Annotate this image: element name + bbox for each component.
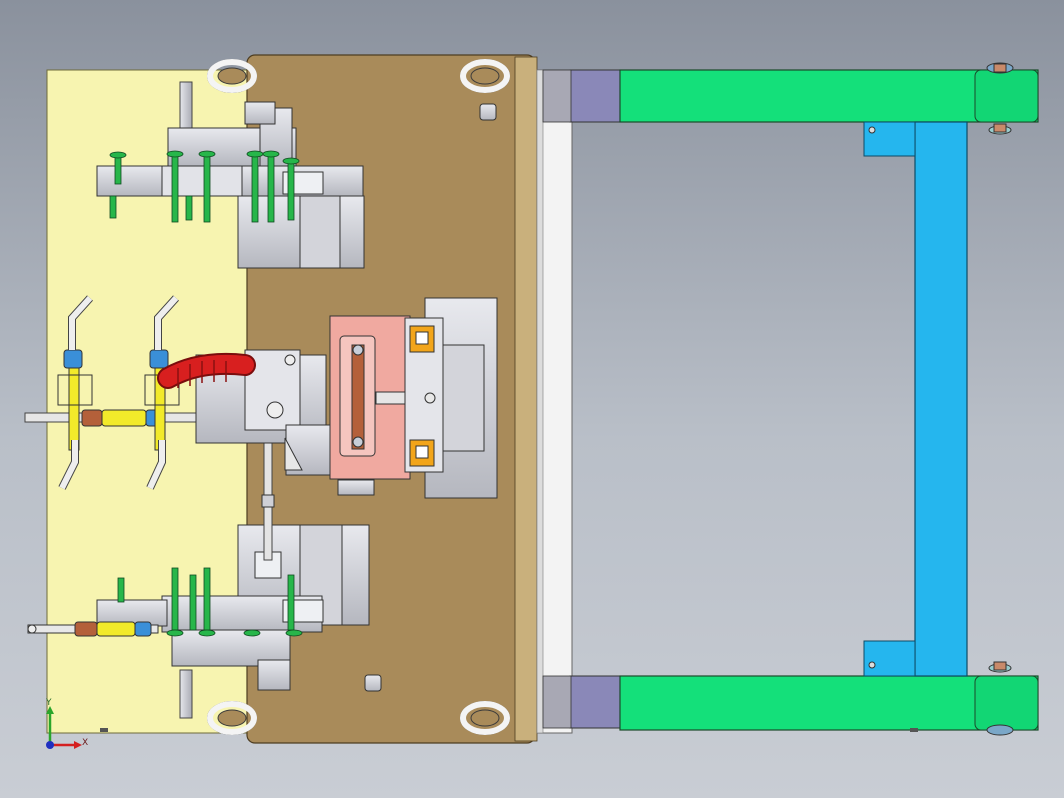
blue-tab-bottom [863,640,916,677]
lower-probe-rod [27,621,159,637]
locating-pins-lower [117,567,303,637]
middle-probe-rods [24,295,216,490]
rail-strip [536,69,544,734]
coordinate-triad: Y X [40,698,90,755]
bolt-icon [868,661,876,669]
green-bar-top [619,69,1039,123]
x-axis-label: X [82,738,89,748]
toggle-clamp [195,349,331,476]
lifting-ring-top-left [207,59,257,93]
blue-column [914,121,968,677]
lifting-ring-bottom-left [207,701,257,735]
foot [100,728,108,732]
lifting-ring-top-right [460,59,510,93]
lifting-ring-bottom-right [460,701,510,735]
bushing [479,103,497,121]
slab-grey-bottom [542,675,572,729]
pivot-bottom [986,661,1014,736]
green-bar-bottom-cap [974,675,1039,731]
z-axis-dot [46,741,54,749]
red-clamp-handle[interactable] [157,352,256,389]
purple-slab-top [569,69,621,123]
link-rod-joint [261,494,275,508]
green-bar-bottom [619,675,1039,731]
bushing [364,674,382,692]
foot [910,728,918,732]
top-plate-edge [514,56,538,742]
y-axis-label: Y [46,698,52,708]
slab-grey-top [542,69,572,123]
green-bar-top-cap [974,69,1039,123]
purple-slab-bottom [569,675,621,729]
right-slide-unit [404,297,498,499]
locating-pins-upper [109,150,300,223]
pivot-top [986,62,1014,135]
bolt-icon [868,126,876,134]
lower-clamp-assembly [96,524,370,719]
